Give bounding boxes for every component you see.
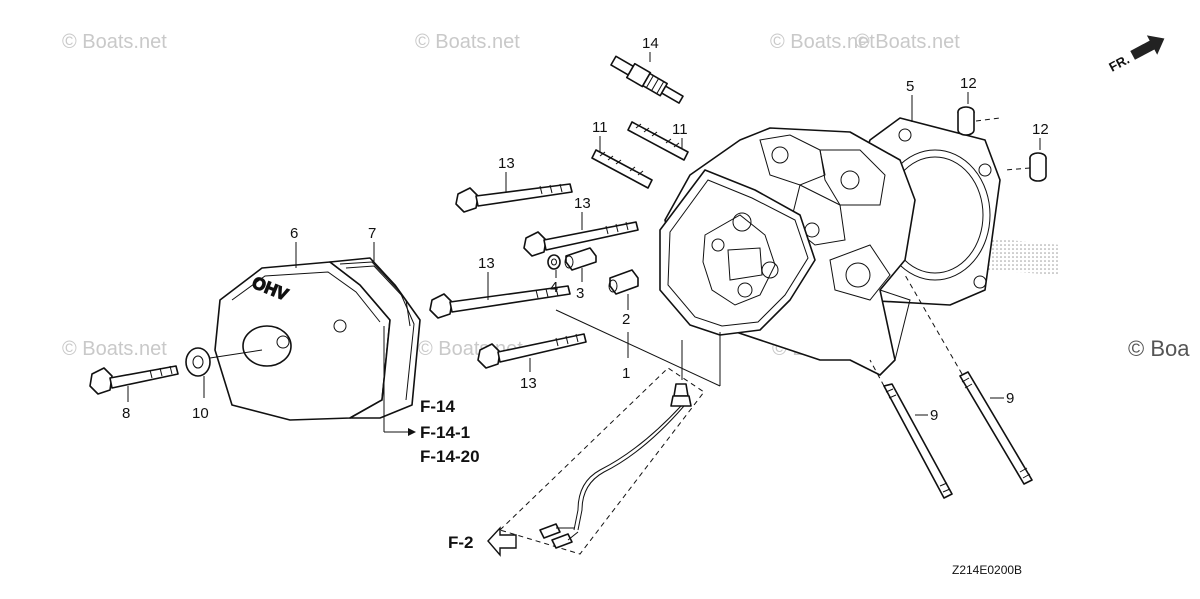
flange-bolt <box>477 333 587 369</box>
callout-13: 13 <box>498 155 515 172</box>
callout-5: 5 <box>906 78 914 95</box>
flange-bolt <box>429 285 571 319</box>
dowel-pin-small <box>608 269 639 295</box>
callout-14: 14 <box>642 35 659 52</box>
callout-6: 6 <box>290 225 298 242</box>
leader-line <box>209 349 263 359</box>
oil-sensor <box>539 383 692 549</box>
spark-plug <box>610 55 684 104</box>
ref-f14-20: F-14-20 <box>420 447 480 466</box>
dashed-guide <box>904 274 963 375</box>
long-stud <box>883 383 953 499</box>
flange-bolt <box>523 221 639 257</box>
watermark: © Boats.net <box>415 31 520 53</box>
long-stud <box>959 371 1033 485</box>
collar <box>564 247 597 271</box>
watermark: © Boats.net <box>62 338 167 360</box>
watermark: © Boats.net <box>855 31 960 53</box>
watermark: © Boats.net <box>62 31 167 53</box>
callout-4: 4 <box>550 279 558 296</box>
watermark: © Boa <box>1128 336 1190 361</box>
ref-f14-1: F-14-1 <box>420 423 470 442</box>
callout-13: 13 <box>520 375 537 392</box>
ref-f2: F-2 <box>448 533 474 552</box>
callout-11: 11 <box>592 119 608 136</box>
stud-bolt <box>627 121 689 161</box>
callout-13: 13 <box>574 195 591 212</box>
front-direction-marker: FR. <box>1106 35 1165 75</box>
cover-bolt <box>89 365 179 395</box>
callout-13: 13 <box>478 255 495 272</box>
dashed-guide <box>869 359 885 387</box>
callout-12: 12 <box>960 75 977 92</box>
dowel-pin <box>957 106 1001 136</box>
arrow-icon <box>408 428 416 436</box>
callout-1: 1 <box>622 365 630 382</box>
callout-3: 3 <box>576 285 584 302</box>
dashed-group-box <box>499 367 705 555</box>
dowel-pin <box>1004 152 1047 182</box>
stud-bolt <box>591 149 653 189</box>
arrow-left-icon <box>487 526 517 557</box>
callout-12: 12 <box>1032 121 1049 138</box>
callout-9: 9 <box>1006 390 1014 407</box>
flange-bolt <box>455 183 573 213</box>
callout-11: 11 <box>672 121 688 138</box>
seal-washer <box>185 347 211 377</box>
diagram-code: Z214E0200B <box>952 563 1022 577</box>
front-arrow-icon <box>1130 35 1165 60</box>
callout-9: 9 <box>930 407 938 424</box>
callout-8: 8 <box>122 405 130 422</box>
washer <box>547 254 561 270</box>
watermark: © Boats.net <box>770 31 875 53</box>
leader-line <box>555 309 721 387</box>
ref-f14: F-14 <box>420 397 456 416</box>
cover-gasket <box>329 257 421 419</box>
front-direction-label: FR. <box>1106 52 1132 75</box>
head-rocker-face <box>659 169 816 336</box>
callout-10: 10 <box>192 405 209 422</box>
callout-7: 7 <box>368 225 376 242</box>
callout-2: 2 <box>622 311 630 328</box>
